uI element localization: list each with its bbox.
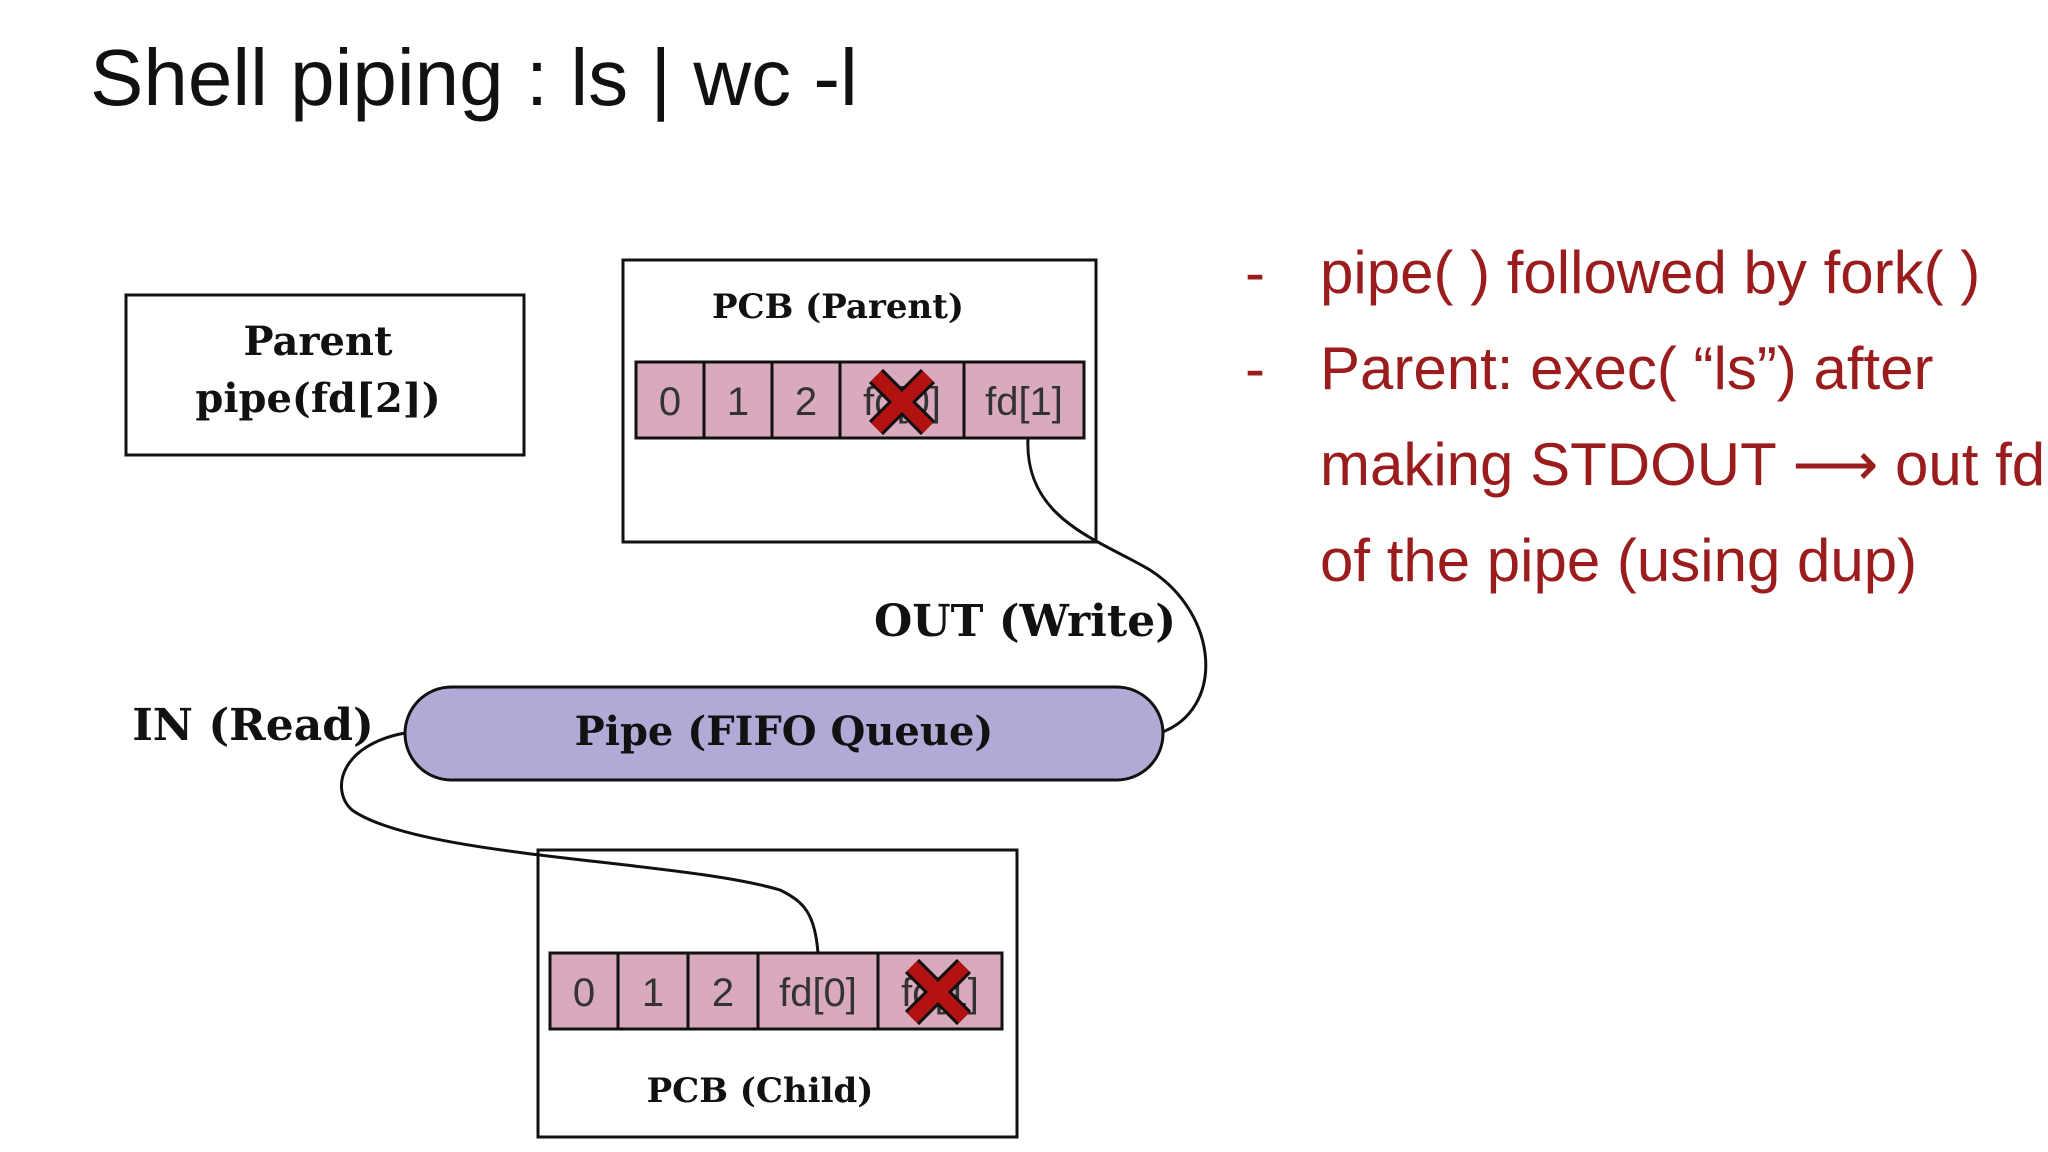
bullet-list: - pipe( ) followed by fork( ) - Parent: … — [1245, 225, 2045, 609]
slide-title: Shell piping : ls | wc -l — [90, 33, 858, 122]
bullet-item: - pipe( ) followed by fork( ) — [1245, 225, 2045, 321]
bullet-dash: - — [1245, 239, 1265, 306]
fd-cell — [770, 360, 842, 440]
pcb-parent-title: PCB (Parent) — [712, 287, 964, 327]
fd-cell-label: 1 — [642, 971, 664, 1015]
closed-cross-icon — [868, 368, 936, 436]
closed-cross-icon — [904, 958, 972, 1026]
write-connector — [1026, 437, 1208, 735]
fd-cell-label: 0 — [573, 971, 595, 1015]
fd-cell-label: 0 — [659, 380, 681, 424]
bullet-text: of the pipe (using dup) — [1320, 527, 1918, 594]
pcb-parent: PCB (Parent) 0 1 2 fd[0] fd[1] — [621, 258, 1098, 544]
bullet-item: - Parent: exec( “ls”) after making STDOU… — [1245, 321, 2045, 609]
fd-cell-label: 2 — [712, 971, 734, 1015]
fd-cell-label: 1 — [727, 380, 749, 424]
out-write-label: OUT (Write) — [874, 596, 1176, 647]
pcb-parent-fd-table: 0 1 2 fd[0] fd[1] — [634, 360, 1086, 440]
read-connector — [340, 731, 820, 954]
fd-cell-label: fd[0] — [779, 971, 857, 1015]
fd-cell — [548, 951, 620, 1031]
parent-box: Parent pipe(fd[2]) — [124, 293, 526, 457]
pipe-label: Pipe (FIFO Queue) — [575, 708, 994, 755]
bullet-text: pipe( ) followed by fork( ) — [1320, 239, 1981, 306]
fd-cell — [962, 360, 1086, 440]
bullet-dash: - — [1245, 335, 1265, 402]
fd-cell-label: 2 — [795, 380, 817, 424]
parent-box-call: pipe(fd[2]) — [195, 375, 440, 422]
pipe-queue: Pipe (FIFO Queue) — [403, 685, 1165, 782]
fd-cell-label: fd[1] — [985, 380, 1063, 424]
pcb-child-title: PCB (Child) — [647, 1071, 874, 1111]
fd-cell — [756, 951, 880, 1031]
in-read-label: IN (Read) — [132, 700, 374, 751]
fd-cell — [616, 951, 690, 1031]
pcb-child: 0 1 2 fd[0] fd[1] PCB (Child) — [536, 848, 1019, 1139]
pcb-child-fd-table: 0 1 2 fd[0] fd[1] — [548, 951, 1004, 1031]
bullet-text: Parent: exec( “ls”) after — [1320, 335, 1934, 402]
fd-cell — [634, 360, 706, 440]
bullet-text: making STDOUT ⟶ out fd — [1320, 431, 2046, 498]
parent-box-label: Parent — [243, 318, 393, 365]
